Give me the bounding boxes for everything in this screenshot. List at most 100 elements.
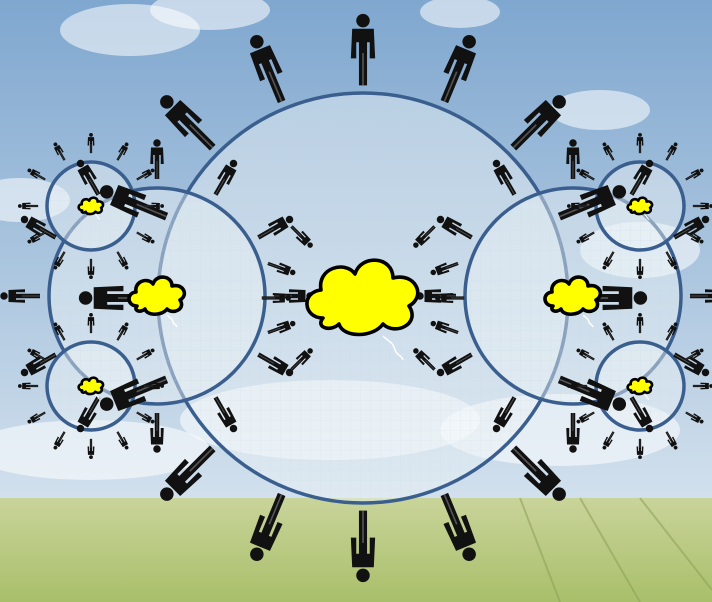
person-icon: [566, 382, 588, 390]
person-icon: [440, 34, 477, 104]
person-icon: [492, 396, 517, 433]
background-cloud: [420, 0, 500, 28]
person-icon: [576, 348, 595, 361]
person-icon: [249, 492, 286, 562]
person-icon: [87, 132, 95, 154]
person-icon: [87, 438, 95, 460]
person-icon: [213, 396, 238, 433]
person-icon: [492, 159, 517, 196]
field-track: [639, 497, 712, 591]
yellow-cloud-icon: [77, 196, 105, 220]
person-icon: [636, 258, 644, 280]
yellow-cloud-icon: [77, 376, 105, 400]
person-icon: [116, 322, 129, 341]
person-icon: [87, 312, 95, 334]
person-icon: [87, 258, 95, 280]
person-icon: [566, 202, 588, 210]
person-icon: [430, 320, 459, 335]
yellow-cloud-icon: [626, 376, 654, 400]
person-icon: [430, 261, 459, 276]
person-icon: [116, 431, 129, 450]
yellow-cloud-icon: [626, 196, 654, 220]
person-icon: [27, 348, 46, 361]
field-track: [519, 497, 561, 602]
person-icon: [53, 142, 66, 161]
person-icon: [685, 411, 704, 424]
person-icon: [692, 382, 712, 390]
person-icon: [629, 159, 654, 196]
person-icon: [261, 293, 291, 303]
person-icon: [20, 215, 57, 240]
person-icon: [685, 168, 704, 181]
person-icon: [436, 215, 473, 240]
person-icon: [27, 168, 46, 181]
person-icon: [602, 142, 615, 161]
person-icon: [267, 320, 296, 335]
person-icon: [17, 382, 39, 390]
person-icon: [636, 132, 644, 154]
person-icon: [665, 251, 678, 270]
person-icon: [673, 352, 710, 377]
person-icon: [350, 510, 376, 583]
person-icon: [290, 225, 313, 248]
person-icon: [27, 411, 46, 424]
person-icon: [435, 293, 465, 303]
person-icon: [576, 231, 595, 244]
person-icon: [76, 159, 101, 196]
person-icon: [0, 289, 40, 303]
person-icon: [602, 431, 615, 450]
person-icon: [116, 251, 129, 270]
person-icon: [510, 95, 566, 151]
person-icon: [136, 348, 155, 361]
person-icon: [685, 231, 704, 244]
yellow-cloud-icon: [305, 258, 420, 361]
person-icon: [665, 322, 678, 341]
person-icon: [636, 312, 644, 334]
person-icon: [685, 348, 704, 361]
person-icon: [143, 382, 165, 390]
person-icon: [249, 34, 286, 104]
person-icon: [257, 352, 294, 377]
person-icon: [350, 13, 376, 86]
person-icon: [673, 215, 710, 240]
person-icon: [20, 352, 57, 377]
person-icon: [440, 492, 477, 562]
people-layer: [0, 13, 712, 583]
person-icon: [150, 139, 164, 179]
person-icon: [576, 411, 595, 424]
person-icon: [690, 289, 712, 303]
person-icon: [436, 352, 473, 377]
clouds-layer: [77, 196, 654, 400]
background-cloud: [550, 90, 650, 130]
yellow-cloud-icon: [543, 275, 603, 328]
person-icon: [602, 322, 615, 341]
background-cloud: [150, 0, 270, 30]
person-icon: [17, 202, 39, 210]
person-icon: [692, 202, 712, 210]
person-icon: [602, 251, 615, 270]
person-icon: [136, 411, 155, 424]
person-icon: [160, 445, 216, 501]
person-icon: [53, 431, 66, 450]
person-icon: [53, 322, 66, 341]
person-icon: [136, 231, 155, 244]
person-icon: [413, 225, 436, 248]
person-icon: [27, 231, 46, 244]
person-icon: [150, 413, 164, 453]
person-icon: [290, 348, 313, 371]
person-icon: [257, 215, 294, 240]
field-track: [579, 497, 641, 602]
person-icon: [76, 396, 101, 433]
person-icon: [566, 139, 580, 179]
person-icon: [213, 159, 238, 196]
person-icon: [636, 438, 644, 460]
person-icon: [136, 168, 155, 181]
person-icon: [629, 396, 654, 433]
person-icon: [665, 431, 678, 450]
person-icon: [510, 445, 566, 501]
person-icon: [267, 261, 296, 276]
person-icon: [143, 202, 165, 210]
person-icon: [116, 142, 129, 161]
